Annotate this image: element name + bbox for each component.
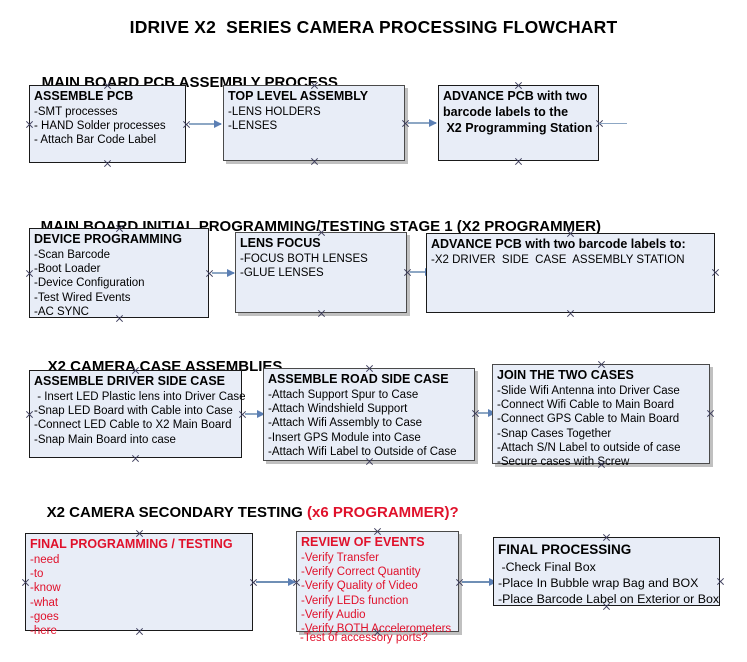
section-heading-highlight: (x6 PROGRAMMER)? (306, 504, 459, 521)
node-advance-pcb-driver-side-case[interactable]: ADVANCE PCB with two barcode labels to: … (426, 233, 715, 313)
node-line: -Boot Loader (34, 263, 101, 276)
node-line: -Attach S/N Label to outside of case (497, 441, 681, 454)
node-line: -Snap Main Board into case (34, 433, 176, 446)
node-line: -Attach Windshield Support (268, 403, 408, 416)
node-title: TOP LEVEL ASSEMBLY (228, 89, 369, 103)
node-top-level-assembly[interactable]: TOP LEVEL ASSEMBLY -LENS HOLDERS -LENSES (223, 85, 405, 161)
node-line: -Attach Support Spur to Case (268, 389, 419, 401)
arrow-driver-side-to-road-side (245, 409, 265, 418)
node-line: -Snap Cases Together (497, 427, 612, 440)
node-line: -Check Final Box (498, 560, 596, 574)
node-title: JOIN THE TWO CASES (497, 368, 634, 382)
node-title: ASSEMBLE ROAD SIDE CASE (268, 372, 449, 386)
node-line: -need (30, 554, 60, 566)
node-line: -Test Wired Events (34, 291, 131, 304)
node-title: FINAL PROCESSING (498, 542, 632, 557)
node-line: -Secure cases with Screw (497, 456, 630, 469)
arrow-device-programming-to-lens-focus (212, 268, 235, 277)
node-line: -Verify Audio (301, 608, 366, 621)
node-line: -Scan Barcode (34, 249, 111, 261)
node-line: -Connect Wifi Cable to Main Board (497, 399, 675, 412)
node-line: - Attach Bar Code Label (34, 134, 157, 147)
node-line: X2 Programming Station (443, 121, 593, 135)
node-line: -Verify BOTH Accelerometers (301, 623, 452, 636)
section-heading-text: X2 CAMERA SECONDARY TESTING (46, 504, 307, 521)
node-line: -Connect LED Cable to X2 Main Board (34, 419, 232, 432)
node-assemble-pcb[interactable]: ASSEMBLE PCB -SMT processes - HAND Solde… (29, 85, 186, 163)
node-line: -AC SYNC (34, 305, 89, 318)
node-assemble-driver-side-case[interactable]: ASSEMBLE DRIVER SIDE CASE - Insert LED P… (29, 370, 246, 458)
node-line: -Insert GPS Module into Case (268, 431, 421, 444)
node-line: -LENS HOLDERS (228, 106, 321, 118)
node-line: -Place Barcode Label on Exterior or Box (498, 592, 720, 606)
node-device-programming[interactable]: DEVICE PROGRAMMING -Scan Barcode -Boot L… (29, 228, 209, 318)
node-join-the-two-cases[interactable]: JOIN THE TWO CASES -Slide Wifi Antenna i… (492, 364, 710, 468)
node-assemble-road-side-case[interactable]: ASSEMBLE ROAD SIDE CASE -Attach Support … (263, 368, 475, 461)
node-line: -know (30, 582, 61, 595)
node-line: -Verify Correct Quantity (301, 566, 421, 579)
node-review-of-events[interactable]: REVIEW OF EVENTS -Verify Transfer -Verif… (296, 531, 459, 635)
node-line: - Insert LED Plastic lens into Driver Ca… (34, 391, 246, 403)
node-line: -X2 DRIVER SIDE CASE ASSEMBLY STATION (431, 254, 685, 266)
node-title: REVIEW OF EVENTS (301, 535, 425, 549)
section-heading-secondary-testing: X2 CAMERA SECONDARY TESTING (x6 PROGRAMM… (30, 487, 459, 538)
node-final-programming-testing[interactable]: FINAL PROGRAMMING / TESTING -need -to -k… (25, 533, 253, 637)
page-title: IDRIVE X2 SERIES CAMERA PROCESSING FLOWC… (129, 17, 618, 37)
node-line: -Connect GPS Cable to Main Board (497, 413, 680, 426)
arrow-final-programming-to-review-of-events (256, 577, 296, 586)
arrow-assemble-pcb-to-top-level-assembly (189, 119, 222, 128)
connector-stub (599, 123, 627, 124)
node-line: -Verify Quality of Video (301, 580, 418, 593)
node-line: -SMT processes (34, 106, 118, 118)
node-title: ASSEMBLE PCB (34, 89, 134, 103)
node-advance-pcb-x2-programming-station[interactable]: ADVANCE PCB with two barcode labels to t… (438, 85, 599, 161)
arrow-top-level-assembly-to-advance-pcb (408, 118, 437, 127)
node-line: -Snap LED Board with Cable into Case (34, 405, 233, 418)
node-line: -here (30, 625, 57, 638)
node-line: -Verify Transfer (301, 552, 379, 564)
node-final-processing[interactable]: FINAL PROCESSING -Check Final Box -Place… (493, 537, 720, 606)
node-overflow-line: -Test of accessory ports? (300, 632, 428, 644)
node-line: -FOCUS BOTH LENSES (240, 253, 368, 265)
node-line: -Place In Bubble wrap Bag and BOX (498, 576, 699, 590)
node-title: ADVANCE PCB with two (443, 89, 588, 103)
node-line: -Device Configuration (34, 277, 145, 290)
node-lens-focus[interactable]: LENS FOCUS -FOCUS BOTH LENSES -GLUE LENS… (235, 232, 407, 313)
node-line: -GLUE LENSES (240, 267, 324, 280)
node-line: -Verify LEDs function (301, 594, 409, 607)
node-line: -Slide Wifi Antenna into Driver Case (497, 385, 680, 397)
node-line: -goes (30, 610, 59, 623)
node-line: -Attach Wifi Assembly to Case (268, 417, 423, 430)
node-line: -what (30, 596, 59, 609)
node-title: ADVANCE PCB with two barcode labels to: (431, 237, 686, 251)
node-line: - HAND Solder processes (34, 120, 166, 133)
node-line: barcode labels to the (443, 105, 569, 119)
node-title: FINAL PROGRAMMING / TESTING (30, 537, 233, 551)
node-title: LENS FOCUS (240, 236, 321, 250)
node-line: -Attach Wifi Label to Outside of Case (268, 445, 457, 458)
node-line: -LENSES (228, 120, 278, 133)
node-line: -to (30, 568, 44, 581)
arrow-review-of-events-to-final-processing (462, 577, 497, 586)
node-title: DEVICE PROGRAMMING (34, 232, 182, 246)
node-title: ASSEMBLE DRIVER SIDE CASE (34, 374, 226, 388)
